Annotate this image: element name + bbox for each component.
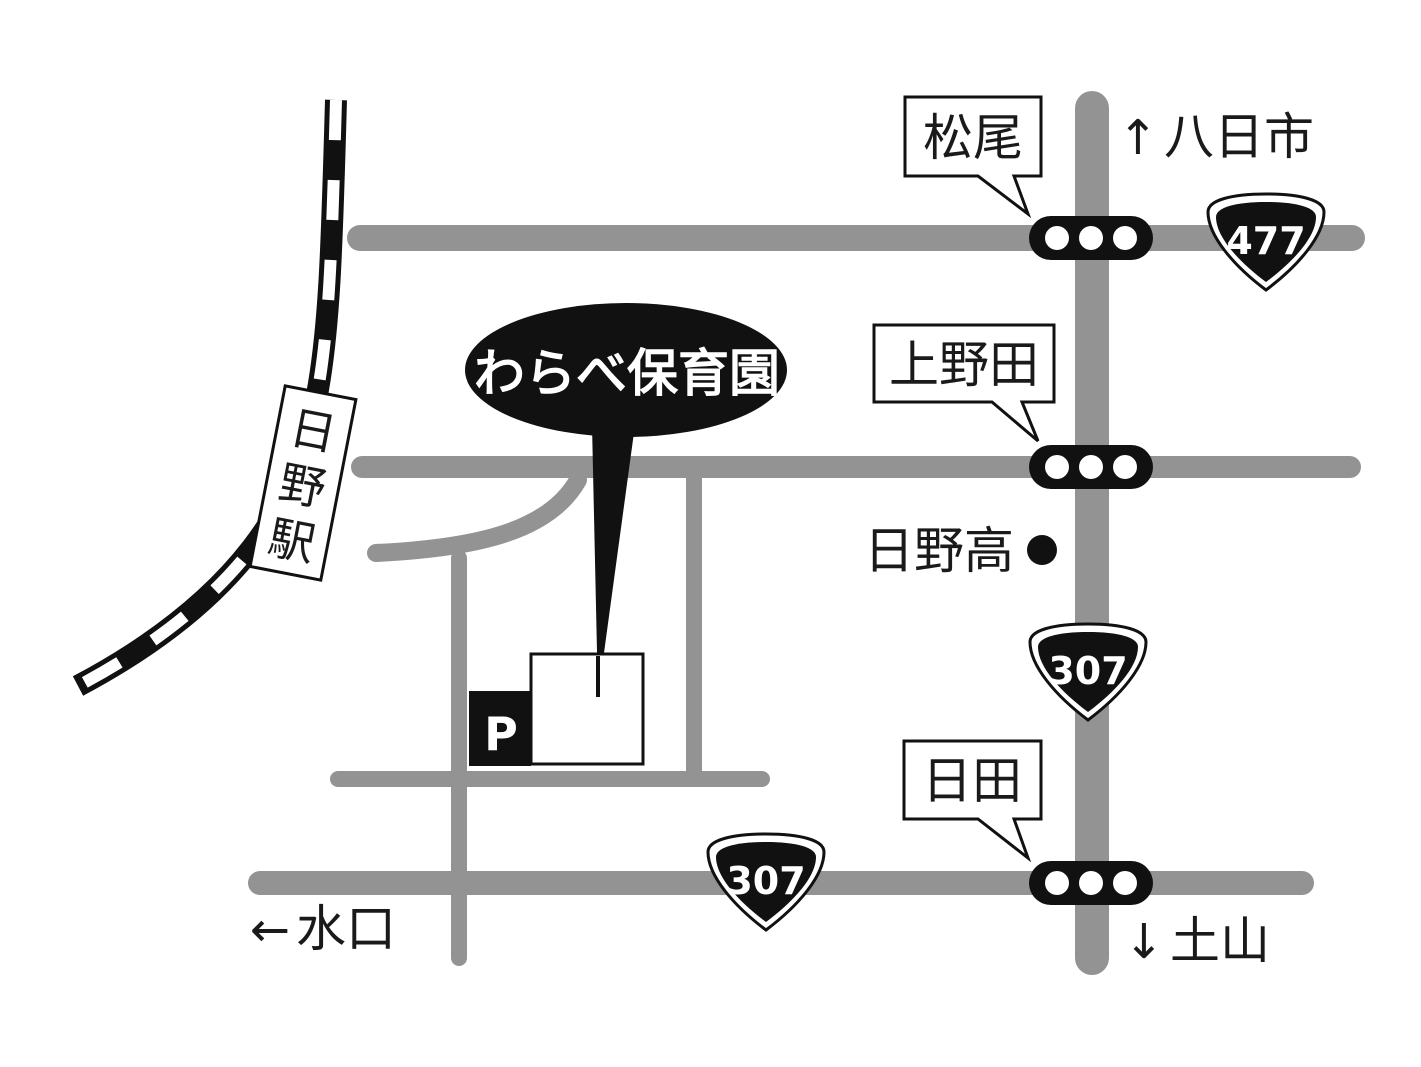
route-shield-307-north: 307 [1028,622,1148,722]
parking-label: P [484,707,518,761]
station-char-2: 野 [275,455,330,517]
route-shield-307-west: 307 [706,832,826,932]
route-number: 307 [1048,649,1127,693]
landmark-hino-high: 日野高 [864,522,1057,580]
road-curve [367,471,587,562]
road-network [248,91,1365,975]
facility-name: わらべ保育園 [474,345,780,404]
facility-building [529,652,645,766]
landmark-name: 日野高 [864,522,1014,580]
direction-label: 八日市 [1164,108,1314,166]
callout-pointer [592,425,635,697]
station-label: 日 野 駅 [248,384,358,582]
direction-south: ↓ 土山 [1124,912,1270,970]
callout-kaminoda: 上野田 [872,323,1056,443]
route-number: 477 [1226,219,1305,263]
direction-label: 土山 [1170,912,1270,970]
landmark-dot-icon [1027,535,1057,565]
route-shield-477: 477 [1206,192,1326,292]
callout-bubble [465,303,787,437]
arrow-left-icon: ← [250,902,290,958]
signal-name: 松尾 [923,109,1023,167]
direction-label: 水口 [296,900,396,958]
signal-name: 上野田 [889,336,1039,394]
callout-matsuo: 松尾 [903,95,1043,219]
arrow-up-icon: ↑ [1118,110,1158,166]
signal-hida [1029,861,1153,905]
signal-name: 日田 [922,752,1022,810]
signal-matsuo [1029,216,1153,260]
signal-kaminoda [1029,445,1153,489]
facility-callout: わらべ保育園 [465,303,787,697]
station-char-3: 駅 [264,510,319,572]
parking-sign: P [469,691,531,766]
station-char-1: 日 [285,400,340,462]
direction-west: ← 水口 [250,900,396,958]
arrow-down-icon: ↓ [1124,914,1164,970]
callout-hida: 日田 [902,739,1043,863]
direction-north: ↑ 八日市 [1118,108,1314,166]
route-number: 307 [726,859,805,903]
